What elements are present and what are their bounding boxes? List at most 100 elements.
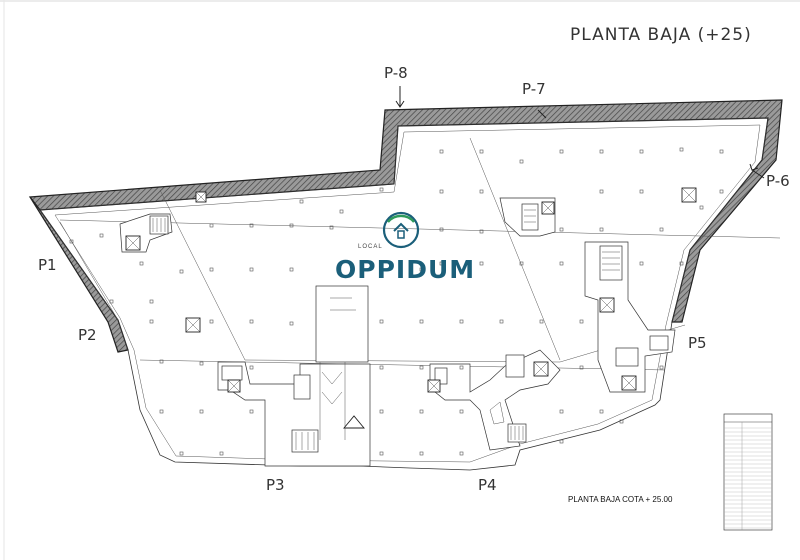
column-marker: [619, 419, 624, 424]
stair-p7: [521, 203, 539, 231]
stair-p3: [291, 429, 319, 453]
column-marker: [109, 299, 114, 304]
column-marker: [179, 451, 184, 456]
logo-name: OPPIDUM: [335, 255, 475, 284]
p7-tick: [537, 109, 547, 119]
point-label-p8: P-8: [384, 64, 408, 82]
stair-p4: [507, 423, 527, 443]
column-marker: [379, 267, 384, 272]
column-marker: [439, 149, 444, 154]
column-marker: [379, 409, 384, 414]
column-marker: [659, 365, 664, 370]
column-marker: [199, 361, 204, 366]
stair-p1: [149, 215, 169, 235]
p6-arrow: [749, 163, 765, 179]
stair-p3c: [221, 365, 243, 381]
column-marker: [209, 267, 214, 272]
column-marker: [249, 223, 254, 228]
column-marker: [599, 149, 604, 154]
triangle-marker: [343, 415, 365, 429]
column-marker: [209, 319, 214, 324]
floor-outline: [39, 117, 769, 471]
core-mark: [321, 371, 343, 385]
point-label-p1: P1: [38, 256, 57, 274]
column-marker: [289, 223, 294, 228]
slab-line: [59, 221, 119, 321]
stair-p5c: [649, 335, 669, 351]
plan-caption: PLANTA BAJA COTA + 25.00: [568, 495, 673, 504]
column-marker: [599, 409, 604, 414]
point-label-p5: P5: [688, 334, 707, 352]
exterior-wall-north: [28, 99, 783, 323]
column-marker: [639, 261, 644, 266]
point-label-p3: P3: [266, 476, 285, 494]
column-marker: [249, 319, 254, 324]
column-marker: [459, 365, 464, 370]
column-marker: [419, 319, 424, 324]
column-marker: [559, 409, 564, 414]
column-marker: [379, 451, 384, 456]
column-marker: [149, 299, 154, 304]
column-grid: [69, 147, 724, 456]
column-marker: [419, 365, 424, 370]
slab-line: [469, 137, 561, 361]
column-marker: [599, 227, 604, 232]
column-marker: [559, 261, 564, 266]
column-marker: [209, 223, 214, 228]
column-marker: [499, 319, 504, 324]
point-label-p7: P-7: [522, 80, 546, 98]
column-marker: [519, 261, 524, 266]
logo-house-icon: [393, 222, 409, 232]
column-marker: [659, 227, 664, 232]
floor-inner-outline: [54, 124, 761, 463]
slab-line: [59, 219, 781, 239]
shaft-outline: [489, 401, 505, 425]
column-marker: [579, 365, 584, 370]
ramp-area: [315, 285, 369, 363]
column-marker: [289, 267, 294, 272]
column-marker: [249, 267, 254, 272]
column-marker: [379, 319, 384, 324]
column-marker: [159, 359, 164, 364]
column-marker: [249, 365, 254, 370]
stair-p4c: [505, 354, 525, 378]
column-marker: [159, 409, 164, 414]
column-marker: [479, 229, 484, 234]
column-marker: [99, 233, 104, 238]
shaft-markers: [125, 187, 697, 393]
column-marker: [599, 189, 604, 194]
stair-p5: [599, 245, 623, 281]
column-marker: [149, 319, 154, 324]
logo-door-icon: [397, 230, 405, 239]
column-marker: [439, 189, 444, 194]
column-marker: [479, 189, 484, 194]
core-p4: [429, 349, 561, 451]
column-marker: [459, 319, 464, 324]
column-marker: [639, 189, 644, 194]
column-marker: [719, 189, 724, 194]
slab-line: [159, 189, 246, 361]
logo-small-label: LOCAL: [358, 244, 383, 250]
column-marker: [139, 261, 144, 266]
column-marker: [179, 269, 184, 274]
column-marker: [559, 439, 564, 444]
column-marker: [679, 261, 684, 266]
column-marker: [439, 261, 444, 266]
column-marker: [699, 205, 704, 210]
column-marker: [249, 409, 254, 414]
point-label-p6: P-6: [766, 172, 790, 190]
stair-p3b: [293, 374, 311, 400]
logo-ring-icon: [382, 211, 420, 249]
column-marker: [299, 199, 304, 204]
column-marker: [679, 147, 684, 152]
column-marker: [339, 209, 344, 214]
column-marker: [419, 267, 424, 272]
column-marker: [69, 239, 74, 244]
column-marker: [639, 149, 644, 154]
column-marker: [379, 365, 384, 370]
column-marker: [539, 319, 544, 324]
column-marker: [479, 149, 484, 154]
point-label-p2: P2: [78, 326, 97, 344]
column-marker: [479, 261, 484, 266]
